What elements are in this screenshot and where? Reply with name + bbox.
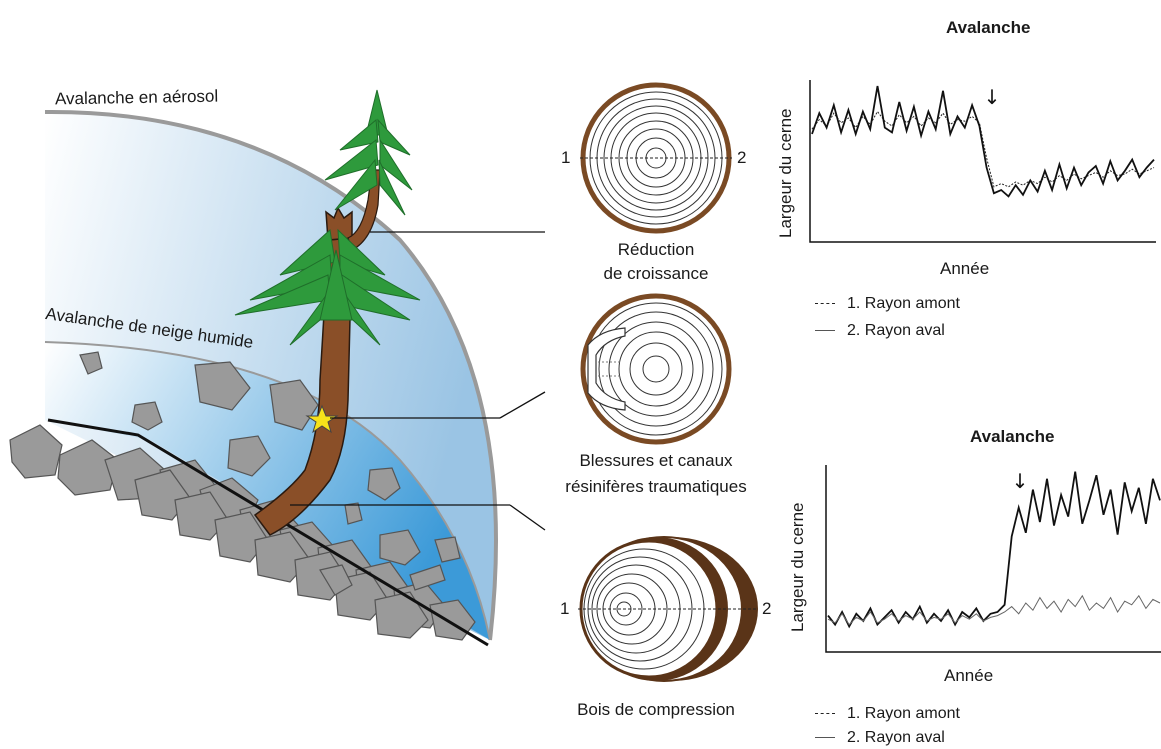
chart-1-title: Avalanche [946,18,1031,37]
cross-section-compression-wood [578,536,758,682]
solid-line-swatch [815,330,835,332]
section-3-radius-left: 1 [560,599,570,618]
section-1-caption: Réduction de croissance [576,238,736,286]
chart-1-legend-item-1: 1. Rayon amont [815,294,960,314]
section-1-radius-left: 1 [561,148,571,167]
chart-2-series-2-line [827,594,1161,626]
aerosol-avalanche-outline [44,109,498,641]
chart-2-series-1-line [827,471,1161,629]
dashed-line-swatch [815,713,835,715]
cross-section-growth-reduction [580,82,732,234]
wet-snow-avalanche-outline [44,341,491,641]
chart-2-legend-label-2: 2. Rayon aval [847,729,945,746]
chart-1-ylabel: Largeur du cerne [776,108,795,238]
chart-2-legend-item-2: 2. Rayon aval [815,728,945,748]
section-2-caption: Blessures et canaux résinifères traumati… [548,448,764,500]
section-1-radius-right: 2 [737,148,747,167]
chart-2-title: Avalanche [970,427,1055,446]
upper-crown [324,89,413,216]
dashed-line-swatch [815,303,835,305]
aerosol-avalanche-label: Avalanche en aérosol [54,86,219,109]
chart-2-event-arrow: ↓ [1012,469,1029,493]
chart-1-legend-label-2: 2. Rayon aval [847,322,945,339]
leader-lines [290,231,546,531]
chart-1-axes [809,80,1156,243]
section-1-caption-line-2: de croissance [603,264,709,283]
chart-2: ↓ [825,465,1161,653]
section-3-caption-line-1: Bois de compression [577,700,735,719]
section-1-caption-line-1: Réduction [617,240,695,259]
broken-stem-top [325,206,353,241]
section-3-radius-right: 2 [762,599,772,618]
wound-scar [587,327,626,411]
chart-2-axes [825,465,1161,653]
chart-1-xlabel: Année [940,259,990,278]
chart-1-event-arrow: ↓ [984,85,1001,109]
chart-2-xlabel: Année [944,666,994,685]
chart-1-series-1-line [811,110,1155,188]
section-3-caption: Bois de compression [548,700,764,720]
chart-1-legend-label-1: 1. Rayon amont [847,295,960,312]
chart-1: ↓ [809,80,1156,243]
chart-1-legend-item-2: 2. Rayon aval [815,321,945,341]
injury-star [305,404,339,434]
lower-crown [234,228,421,346]
chart-2-legend-label-1: 1. Rayon amont [847,705,960,722]
solid-line-swatch [815,737,835,739]
chart-1-series-2-line [811,85,1155,198]
rocks-group [9,351,476,641]
cross-section-wound [580,293,732,445]
chart-2-ylabel: Largeur du cerne [788,502,807,632]
slope-profile-line [47,418,489,647]
chart-2-legend-item-1: 1. Rayon amont [815,704,960,724]
section-2-caption-line-2: résinifères traumatiques [565,477,747,496]
section-2-caption-line-1: Blessures et canaux [579,451,733,470]
